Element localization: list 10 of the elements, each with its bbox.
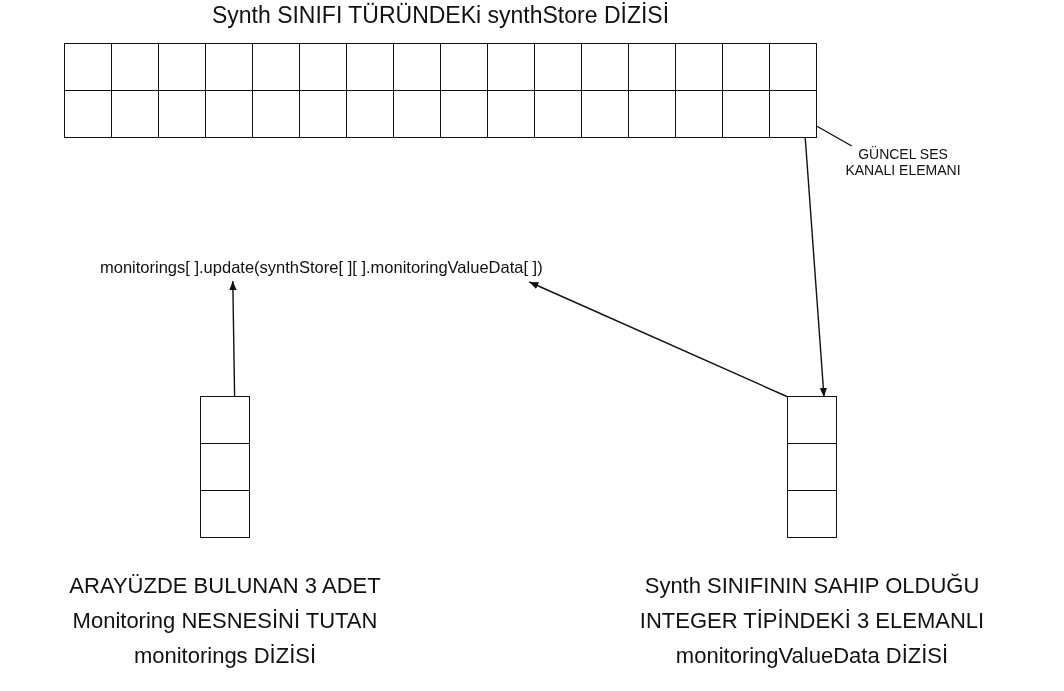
array-caption: ARAYÜZDE BULUNAN 3 ADET Monitoring NESNESİNİ TUTAN monitorings DİZİSİ	[68, 572, 382, 670]
arrow	[804, 137, 827, 398]
array-title: Synth SINIFI TÜRÜNDEKi synthStore DİZİSİ	[210, 1, 671, 30]
code-text: monitorings[ ].update(synthStore[ ][ ].monitoringValueData[ ])	[100, 257, 543, 278]
leader-line	[816, 125, 853, 147]
arrow	[229, 280, 237, 398]
array-caption: Synth SINIFININ SAHIP OLDUĞU INTEGER TİPİNDEKİ 3 ELEMANLI monitoringValueData DİZİSİ	[638, 572, 986, 670]
callout-text: GÜNCEL SES KANALI ELEMANI	[844, 146, 962, 178]
arrow	[528, 281, 789, 398]
array-cell	[770, 91, 817, 138]
